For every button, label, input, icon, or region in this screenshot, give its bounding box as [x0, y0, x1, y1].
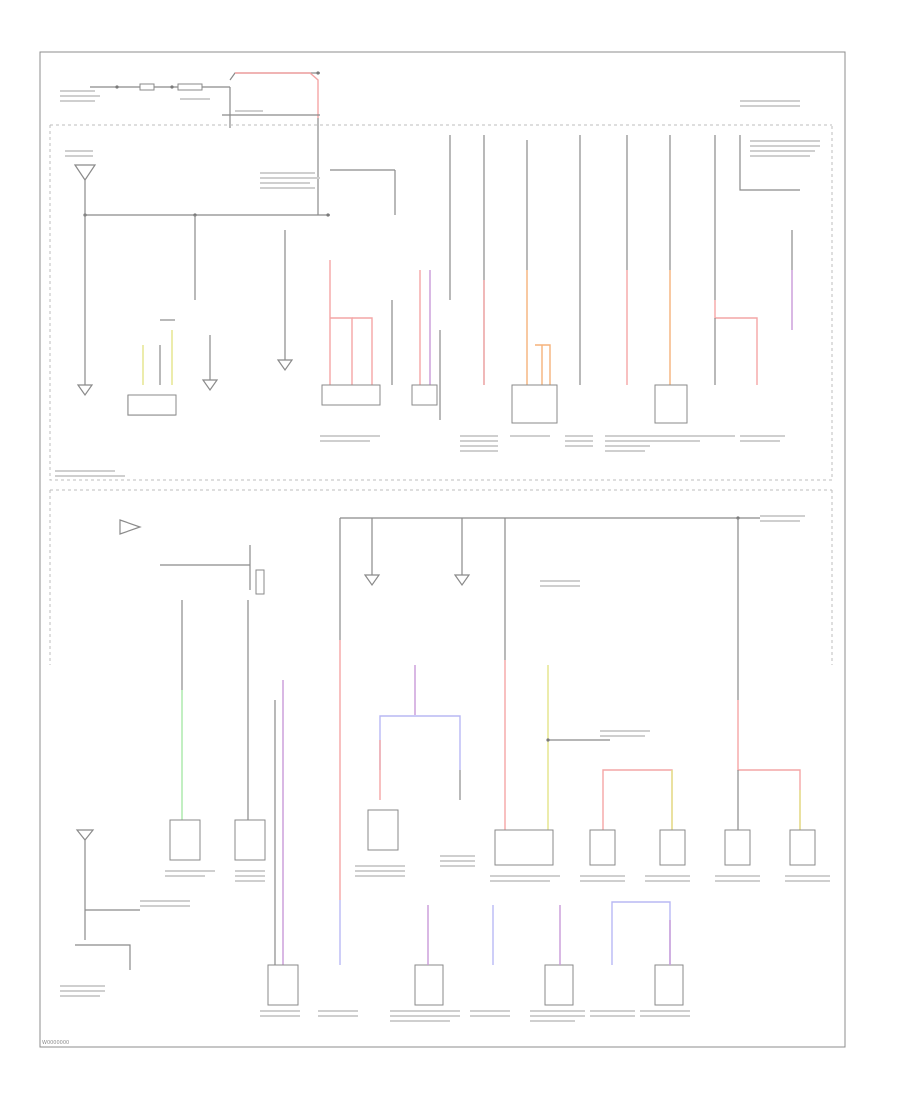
ground-icon — [75, 829, 95, 841]
connector-icon — [789, 829, 816, 866]
connector-icon — [589, 829, 616, 866]
fuse-icon — [255, 569, 265, 595]
ground-icon — [76, 384, 94, 397]
connector-icon — [659, 829, 686, 866]
upper-bus — [73, 118, 396, 217]
lower-connectors — [169, 809, 816, 1006]
ground-icon — [73, 164, 97, 182]
lower-middle-branches — [379, 660, 801, 830]
ground-icon — [453, 574, 471, 587]
fuse-icon — [177, 83, 203, 91]
connector-icon — [321, 384, 381, 406]
ground-icon — [119, 519, 142, 535]
upper-branches — [76, 135, 793, 420]
lower-bus — [339, 516, 760, 700]
connector-icon — [724, 829, 751, 866]
connector-icon — [511, 384, 558, 424]
lower-left-branches — [75, 519, 341, 970]
connector-icon — [414, 964, 444, 1006]
upper-box-outline — [49, 125, 833, 481]
connector-icon — [494, 829, 554, 866]
connector-icon — [654, 964, 684, 1006]
ground-icon — [201, 379, 219, 392]
connector-icon — [169, 819, 201, 861]
connector-icon — [654, 384, 688, 424]
fuse-icon — [139, 83, 155, 91]
ground-icon — [363, 574, 381, 587]
connector-icon — [234, 819, 266, 861]
footer-code: W0000000 — [42, 1040, 69, 1046]
connector-icon — [411, 384, 438, 406]
connector-icon — [367, 809, 399, 851]
connector-icon — [127, 394, 177, 416]
ground-icon — [276, 359, 294, 372]
upper-connectors — [127, 384, 688, 424]
bottom-wires — [427, 901, 671, 965]
battery-section — [90, 71, 320, 128]
connector-icon — [544, 964, 574, 1006]
connector-icon — [267, 964, 299, 1006]
label-blocks — [55, 90, 830, 1022]
diagram-frame — [39, 51, 846, 1048]
